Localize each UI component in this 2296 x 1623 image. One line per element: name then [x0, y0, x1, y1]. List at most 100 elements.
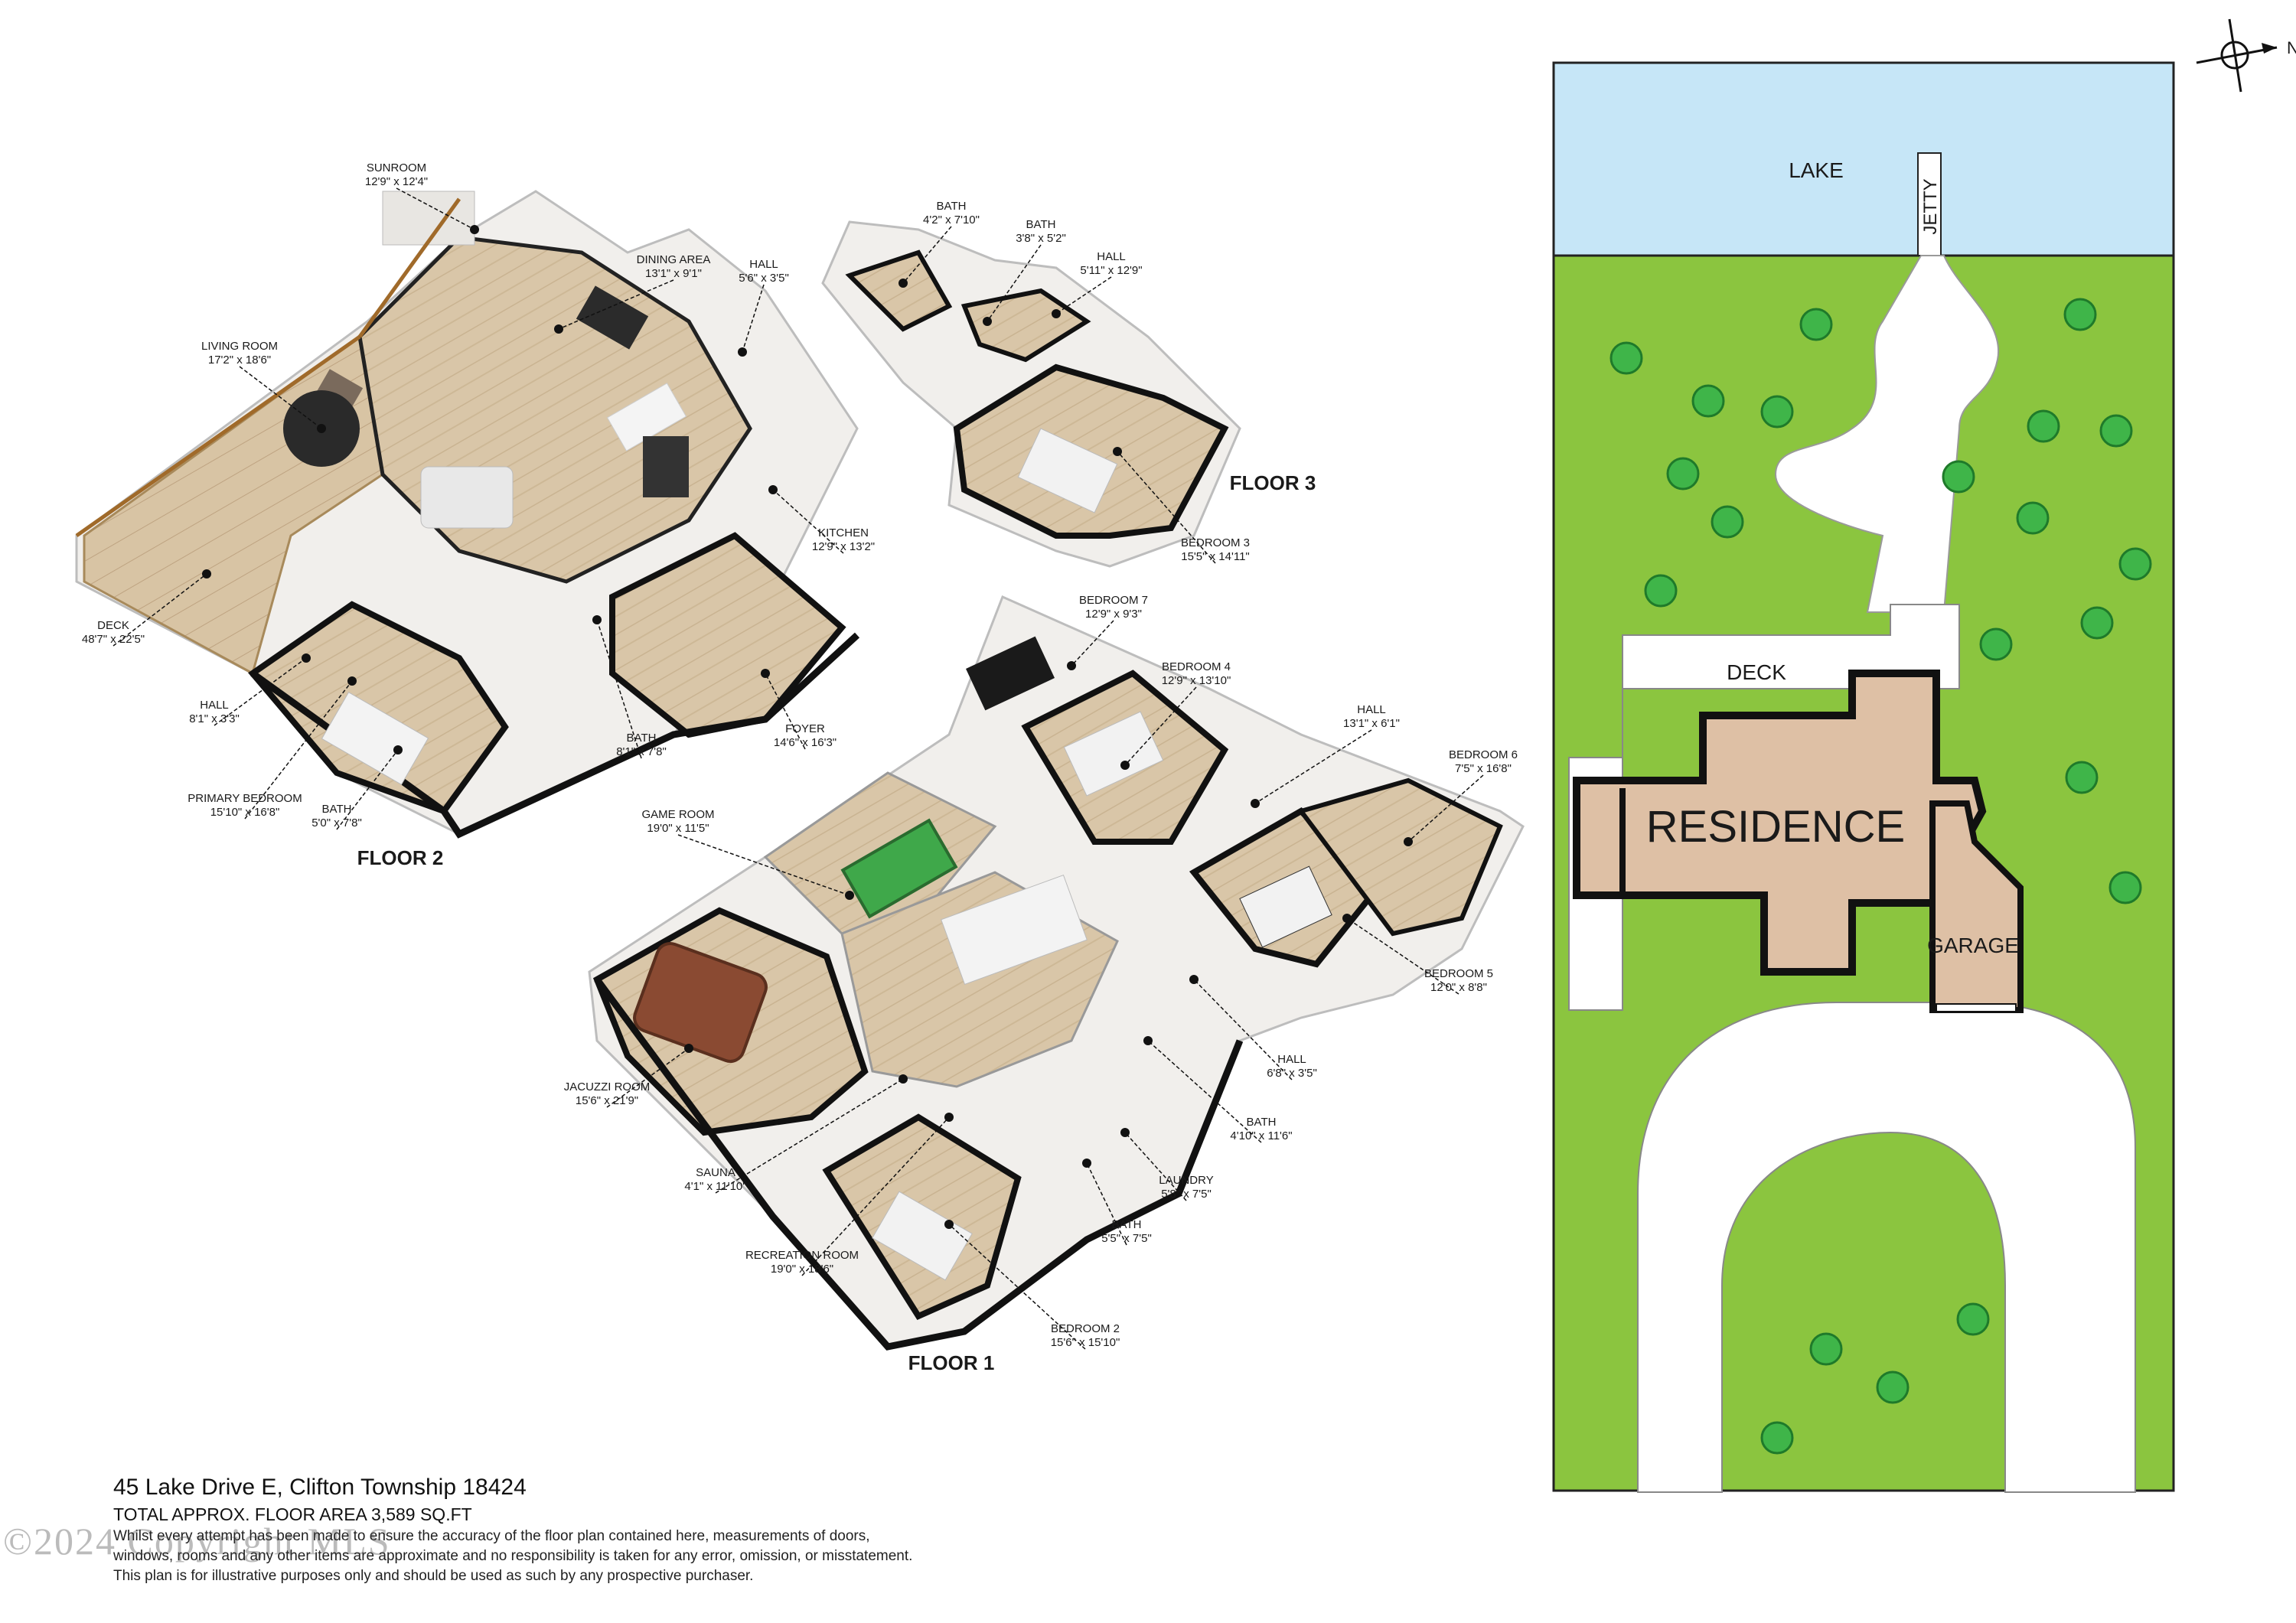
room-marker-dot	[1067, 661, 1076, 670]
floor-3-plan	[821, 220, 1241, 568]
room-leader-line	[902, 226, 952, 284]
room-marker-dot	[899, 1074, 908, 1084]
room-leader-line	[396, 187, 475, 230]
room-name-label: BATH	[627, 732, 657, 745]
room-dimensions-label: 5'0" x 7'8"	[311, 816, 362, 829]
room-name-label: BATH	[1026, 218, 1056, 231]
total-floor-area: TOTAL APPROX. FLOOR AREA 3,589 SQ.FT	[113, 1504, 472, 1524]
room-marker-dot	[1404, 837, 1413, 846]
room-name-label: HALL	[749, 258, 778, 271]
room-dimensions-label: 15'5" x 14'11"	[1181, 550, 1250, 563]
room-leader-line	[558, 279, 674, 330]
floor-3-title: FLOOR 3	[1230, 471, 1316, 494]
room-name-label: DECK	[97, 619, 129, 632]
room-marker-dot	[202, 569, 211, 578]
room-name-label: HALL	[200, 699, 229, 712]
room-name-label: BATH	[322, 803, 352, 816]
path-to-jetty	[1774, 255, 2000, 613]
room-dimensions-label: 7'5" x 16'8"	[1455, 762, 1512, 775]
room-marker-dot	[944, 1220, 954, 1229]
primary-bedroom-area	[248, 601, 509, 815]
room-marker-dot	[899, 279, 908, 288]
tree-icon	[1760, 395, 1794, 429]
room-leader-line	[1117, 451, 1216, 564]
floor-1-plan	[588, 595, 1525, 1351]
room-leader-line	[1055, 276, 1112, 314]
room-name-label: BEDROOM 3	[1181, 536, 1250, 549]
room-leader-line	[1071, 620, 1114, 666]
room-marker-dot	[1189, 975, 1199, 984]
garage-label: GARAGE	[1927, 934, 2019, 957]
room-name-label: PRIMARY BEDROOM	[188, 792, 302, 805]
room-leader-line	[1407, 774, 1484, 842]
room-name-label: LAUNDRY	[1159, 1174, 1213, 1187]
tree-icon	[2099, 414, 2133, 448]
room-dimensions-label: 8'1" x 7'8"	[616, 745, 667, 758]
room-marker-dot	[302, 653, 311, 663]
room-leader-line	[1124, 686, 1197, 766]
room-marker-dot	[347, 676, 357, 686]
tree-icon	[1609, 341, 1643, 375]
room-dimensions-label: 5'6" x 3'5"	[739, 272, 789, 285]
room-leader-line	[948, 1224, 1086, 1350]
room-dimensions-label: 15'10" x 16'8"	[210, 806, 280, 819]
footer: 45 Lake Drive E, Clifton Township 18424 …	[113, 1473, 1108, 1586]
room-name-label: FOYER	[785, 722, 825, 735]
room-name-label: HALL	[1097, 250, 1126, 263]
room-marker-dot	[738, 347, 747, 357]
disclaimer-line-3: This plan is for illustrative purposes o…	[113, 1568, 754, 1584]
room-dimensions-label: 3'8" x 5'2"	[1016, 232, 1066, 245]
tree-icon	[1691, 384, 1725, 418]
room-dimensions-label: 15'6" x 15'10"	[1051, 1336, 1120, 1349]
garage	[1929, 800, 2024, 1013]
floor-3-bath-area	[845, 249, 953, 332]
jetty	[1917, 152, 1942, 256]
residence-label: RESIDENCE	[1646, 802, 1905, 852]
floor-3-hall-area	[960, 288, 1091, 363]
room-leader-line	[113, 573, 207, 647]
deck-label: DECK	[1727, 660, 1786, 684]
room-leader-line	[801, 1116, 950, 1276]
tree-icon	[1799, 308, 1833, 341]
room-name-label: JACUZZI ROOM	[564, 1080, 651, 1093]
room-marker-dot	[592, 615, 602, 624]
tree-icon	[2063, 298, 2097, 331]
tree-icon	[1942, 460, 1975, 494]
tree-icon	[1876, 1370, 1910, 1404]
room-leader-line	[765, 673, 806, 750]
north-label: N	[2287, 38, 2296, 57]
room-dimensions-label: 12'9" x 12'4"	[365, 175, 428, 188]
room-marker-dot	[1113, 447, 1122, 456]
deck	[1568, 604, 1960, 1011]
room-name-label: SUNROOM	[367, 161, 426, 174]
room-marker-dot	[1120, 1128, 1130, 1137]
room-name-label: LIVING ROOM	[201, 340, 278, 353]
room-name-label: HALL	[1357, 703, 1386, 716]
room-marker-dot	[554, 324, 563, 334]
room-leader-line	[1086, 1162, 1127, 1246]
room-dimensions-label: 17'2" x 18'6"	[208, 354, 271, 367]
room-dimensions-label: 12'9" x 13'2"	[812, 540, 875, 553]
tree-icon	[1760, 1421, 1794, 1455]
room-marker-dot	[684, 1044, 693, 1053]
room-marker-dot	[1120, 761, 1130, 770]
tree-icon	[1956, 1302, 1990, 1336]
room-name-label: BEDROOM 6	[1449, 748, 1518, 761]
room-marker-dot	[768, 485, 778, 494]
room-leader-line	[987, 244, 1042, 322]
copyright-watermark: ©2024 Copyright MLS	[3, 1520, 391, 1563]
room-marker-dot	[470, 225, 479, 234]
driveway	[1637, 1002, 2136, 1493]
floor-1-title: FLOOR 1	[908, 1351, 995, 1374]
room-marker-dot	[944, 1113, 954, 1122]
room-name-label: DINING AREA	[637, 253, 711, 266]
trees	[1609, 298, 2152, 1455]
room-name-label: HALL	[1277, 1053, 1306, 1066]
room-name-label: RECREATION ROOM	[745, 1249, 859, 1262]
room-name-label: BEDROOM 2	[1051, 1322, 1120, 1335]
room-dimensions-label: 12'0" x 8'8"	[1430, 981, 1487, 994]
room-marker-dot	[1342, 914, 1352, 923]
tree-icon	[2027, 409, 2060, 443]
room-leader-line	[742, 284, 765, 353]
